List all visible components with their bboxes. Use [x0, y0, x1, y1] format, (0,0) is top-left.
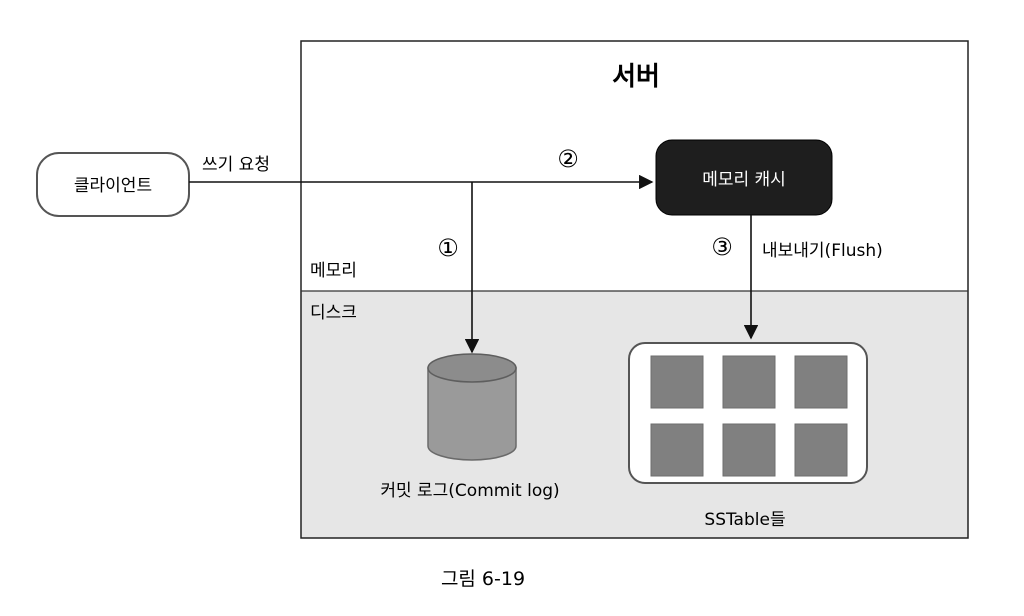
- sstable-block: [794, 355, 848, 409]
- step-two-marker: ②: [557, 145, 579, 173]
- memory-cache-box: [655, 139, 833, 216]
- sstable-block: [650, 423, 704, 477]
- memory-cache-label: 메모리 캐시: [702, 170, 786, 190]
- sstable-grid: [650, 355, 848, 477]
- memory-label: 메모리: [310, 261, 357, 281]
- server-box: [300, 40, 969, 539]
- sstable-block: [722, 423, 776, 477]
- sstable-block: [794, 423, 848, 477]
- step-three-marker: ③: [711, 233, 733, 261]
- commit-log-label: 커밋 로그(Commit log): [380, 481, 559, 501]
- sstables-label: SSTable들: [704, 510, 785, 530]
- commit-log-cylinder-icon: [427, 353, 517, 461]
- flush-label: 내보내기(Flush): [762, 241, 883, 261]
- step-one-marker: ①: [437, 234, 459, 262]
- write-request-label: 쓰기 요청: [202, 155, 270, 175]
- client-label: 클라이언트: [74, 176, 152, 196]
- server-memory-area: [301, 41, 968, 291]
- figure-caption: 그림 6-19: [441, 568, 525, 590]
- sstable-block: [722, 355, 776, 409]
- server-title: 서버: [612, 62, 660, 92]
- sstable-block: [650, 355, 704, 409]
- disk-label: 디스크: [310, 303, 357, 323]
- client-box: [36, 152, 190, 217]
